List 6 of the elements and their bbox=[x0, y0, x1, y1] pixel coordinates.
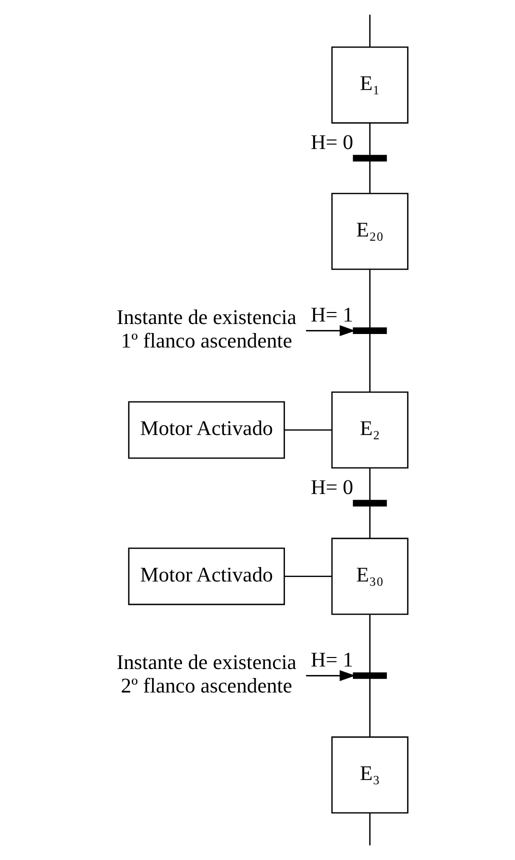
node-label: H= 1 bbox=[310, 302, 354, 326]
node-text: Instante de existencia 1º flanco ascendente bbox=[116, 304, 296, 352]
node-text: Instante de existencia 2º flanco ascendente bbox=[116, 650, 296, 698]
node-label: H= 0 bbox=[310, 474, 354, 499]
node-label: H= 1 bbox=[310, 647, 354, 672]
node-label: H= 0 bbox=[310, 130, 354, 154]
